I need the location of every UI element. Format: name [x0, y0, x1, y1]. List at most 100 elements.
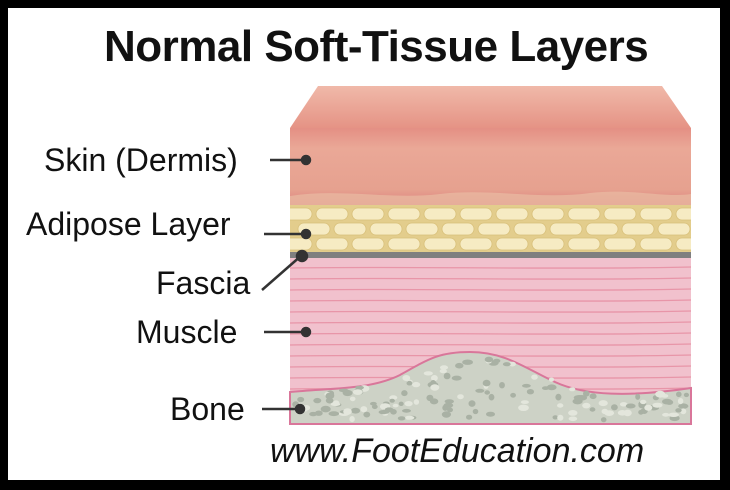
bone-texture-dot	[352, 389, 363, 395]
bone-texture-dot	[313, 397, 322, 404]
adipose-cell	[351, 207, 385, 221]
bone-texture-dot	[404, 401, 413, 407]
bone-texture-dot	[297, 396, 305, 403]
bone-texture-dot	[499, 382, 505, 389]
bone-texture-dot	[555, 393, 562, 401]
bone-texture-dot	[583, 390, 590, 397]
bone-texture-dot	[589, 393, 597, 400]
bone-texture-dot	[439, 368, 447, 374]
adipose-cell	[369, 222, 403, 236]
bone-texture-dot	[360, 406, 368, 413]
bone-texture-dot	[518, 404, 529, 411]
bone-texture-dot	[329, 392, 335, 399]
bone-texture-dot	[371, 404, 378, 410]
bone-texture-dot	[363, 411, 371, 418]
bone-texture-dot	[472, 408, 479, 415]
bone-texture-dot	[389, 398, 395, 403]
label-muscle: Muscle	[136, 314, 238, 350]
bone-texture-dot	[404, 415, 415, 420]
muscle-fiber-line	[290, 266, 691, 269]
bone-texture-dot	[457, 394, 464, 400]
bone-texture-dot	[600, 417, 607, 423]
bone-texture-dot	[349, 416, 355, 423]
fascia-leader-line	[261, 254, 303, 291]
fascia-layer	[290, 252, 691, 258]
adipose-cell	[603, 207, 637, 221]
adipose-cell	[639, 207, 673, 221]
bone-texture-dot	[355, 385, 364, 390]
muscle-fiber-line	[290, 321, 691, 324]
bone-texture-dot	[443, 372, 451, 380]
adipose-cell	[603, 237, 637, 251]
bone-texture-dot	[548, 377, 555, 382]
bone-texture-dot	[402, 375, 411, 381]
bone-texture-dot	[510, 392, 516, 398]
bone-texture-dot	[468, 400, 476, 407]
muscle-fiber-line	[290, 332, 691, 335]
label-fascia: Fascia	[156, 265, 251, 301]
adipose-cell	[639, 237, 673, 251]
adipose-cell	[351, 237, 385, 251]
bone-texture-dot	[652, 402, 663, 408]
muscle-fiber-line	[290, 343, 691, 346]
bone-texture-dot	[678, 403, 689, 409]
muscle-fiber-line	[290, 299, 691, 302]
bone-texture-dot	[330, 402, 341, 407]
bone-texture-dot	[451, 375, 462, 381]
bone-texture-dot	[439, 365, 449, 370]
bone-texture-dot	[589, 407, 596, 412]
label-bone: Bone	[170, 391, 245, 427]
adipose-cell	[567, 237, 601, 251]
bone-texture-dot	[309, 411, 318, 417]
bone-texture-dot	[325, 397, 334, 404]
adipose-cell	[290, 207, 313, 221]
bone-texture-dot	[611, 404, 618, 411]
bone-texture-dot	[426, 394, 434, 402]
bone-texture-dot	[557, 403, 564, 408]
bone-texture-dot	[569, 387, 576, 392]
bone-texture-dot	[406, 380, 413, 386]
adipose-cell	[675, 237, 691, 251]
bone-texture-dot	[526, 389, 535, 395]
bone-texture-dot	[484, 390, 491, 395]
bone-layer	[289, 350, 692, 425]
adipose-cell	[531, 207, 565, 221]
bone-texture-dot	[625, 403, 636, 409]
bone-texture-dot	[655, 390, 666, 398]
bone-texture-dot	[484, 356, 494, 363]
adipose-cell	[315, 237, 349, 251]
adipose-cell	[477, 222, 511, 236]
adipose-cell	[290, 237, 313, 251]
muscle-fiber-line	[290, 277, 691, 280]
bone-texture-dot	[412, 381, 421, 388]
skin-leader-dot	[300, 154, 312, 166]
adipose-cell	[567, 207, 601, 221]
bone-texture-dot	[552, 415, 559, 420]
bone-texture-dot	[431, 375, 438, 382]
page-title: Normal Soft-Tissue Layers	[104, 22, 649, 71]
bone-texture-dot	[677, 398, 684, 405]
adipose-cells	[290, 207, 691, 251]
bone-texture-dot	[668, 412, 679, 417]
bone-texture-dot	[619, 402, 628, 407]
website-url: www.FootEducation.com	[270, 432, 645, 470]
bone-texture-dot	[384, 407, 394, 413]
adipose-cell	[423, 237, 457, 251]
bone-texture-dot	[401, 390, 408, 397]
muscle-fiber-line	[290, 310, 691, 313]
bone-texture-dot	[635, 393, 641, 400]
bone-texture-dot	[462, 359, 473, 365]
fascia-leader-dot	[295, 249, 309, 263]
adipose-cell	[459, 237, 493, 251]
bone-texture	[292, 356, 690, 423]
bone-texture-dot	[328, 411, 340, 417]
adipose-cell	[675, 207, 691, 221]
bone-texture-dot	[430, 384, 440, 391]
adipose-cell	[405, 222, 439, 236]
adipose-cell	[459, 207, 493, 221]
adipose-cell	[387, 207, 421, 221]
bone-texture-dot	[447, 407, 453, 413]
bone-texture-dot	[557, 414, 564, 421]
adipose-cell	[495, 207, 529, 221]
